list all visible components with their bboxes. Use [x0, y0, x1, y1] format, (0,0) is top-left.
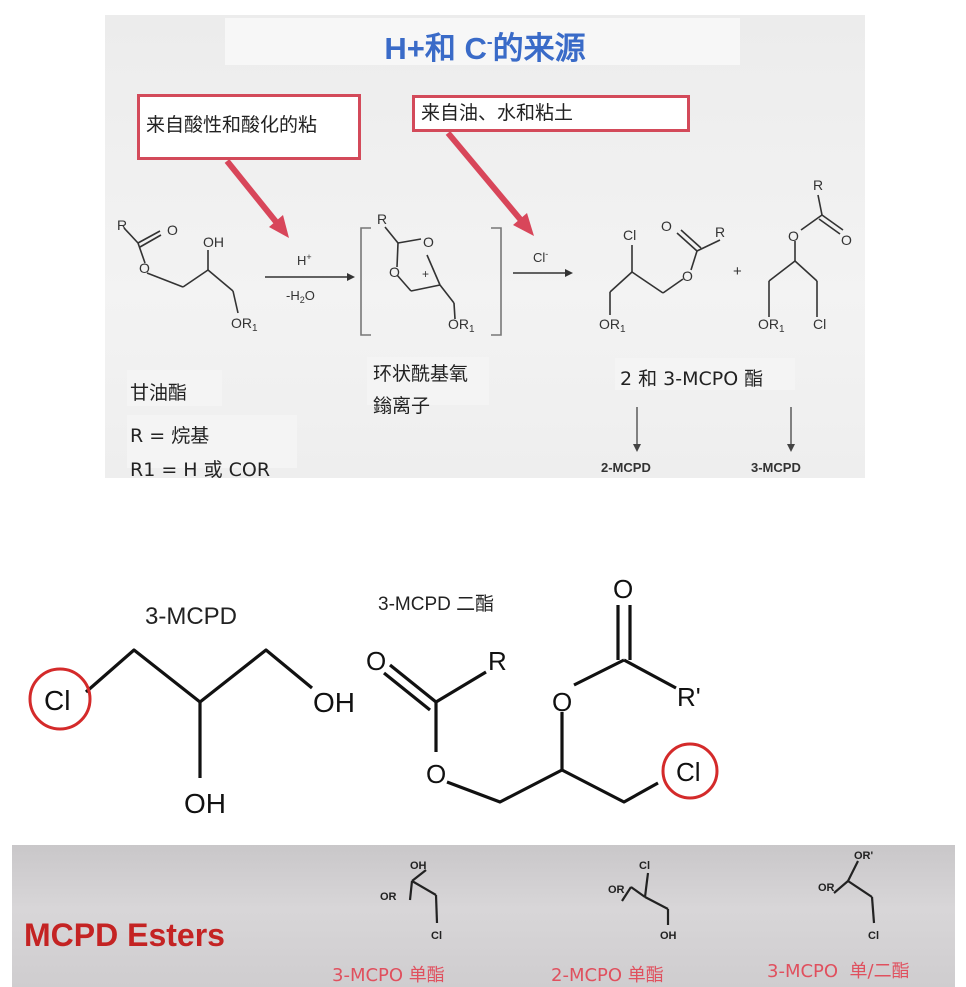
diester-label: 3-MCPD 二酯 — [378, 593, 494, 615]
atom-cl: Cl — [868, 930, 879, 942]
mechanism-panel: H+和 C-的来源 来自酸性和酸化的粘 来自油、水和粘土 R O O OH O — [105, 15, 865, 481]
product-3-chloro-ester — [768, 194, 844, 317]
ion-label: 环状酰基氧 — [373, 363, 469, 385]
atom-cl: Cl — [813, 316, 826, 332]
structures-diagram: 3-MCPD Cl OH OH 3-MCPD 二酯 O R O O O R' C… — [28, 574, 719, 819]
atom-o: O — [613, 574, 633, 604]
label-2-mcpo-monoester: 2-MCPO 单酯 — [551, 965, 664, 986]
label-3-mcpo-monoester: 3-MCPO 单酯 — [332, 965, 445, 986]
atom-r-prime: R' — [677, 682, 701, 712]
esters-label: 2 和 3-MCPO 酯 — [620, 368, 764, 390]
atom-r: R — [377, 211, 387, 227]
r-definition-box: R = 烷基 R1 = H 或 COR — [127, 415, 297, 481]
hydrolysis-arrow-right — [787, 407, 795, 452]
source-box-acid: 来自酸性和酸化的粘 — [137, 94, 361, 160]
product-2-chloro-ester — [609, 229, 721, 315]
acyloxonium-ring — [384, 226, 456, 320]
atom-oh: OH — [184, 788, 226, 819]
glyceride-label: 甘油酯 — [130, 382, 188, 404]
atom-cl: Cl — [431, 930, 442, 942]
atom-oh: OH — [313, 687, 355, 718]
hydrolysis-arrow-left — [633, 407, 641, 452]
plus-sign: + — [733, 263, 742, 280]
atom-or: OR — [608, 884, 625, 896]
atom-o: O — [682, 268, 693, 284]
monoester-3-skeleton — [408, 869, 439, 924]
atom-o: O — [788, 228, 799, 244]
ion-label-2: 鎓离子 — [373, 395, 431, 417]
title-background — [225, 18, 740, 65]
atom-cl: Cl — [44, 685, 70, 716]
atom-o: O — [552, 687, 572, 717]
atom-o: O — [139, 260, 150, 276]
atom-o: O — [426, 759, 446, 789]
reaction-arrow-1 — [265, 273, 355, 281]
ester-structures: OH OR Cl Cl OR OH OR' OR Cl — [380, 850, 879, 942]
ion-label-box: 环状酰基氧 鎓离子 — [367, 357, 489, 417]
atom-oh: OH — [660, 930, 677, 942]
mcpd-esters-title: MCPD Esters — [24, 917, 225, 953]
output-3-mcpd: 3-MCPD — [751, 460, 801, 475]
atom-oh: OH — [203, 234, 224, 250]
reagent-acid: H+ — [297, 252, 312, 268]
atom-plus: + — [422, 267, 429, 281]
red-arrow-oil — [445, 131, 534, 236]
atom-o: O — [661, 218, 672, 234]
chlorine-highlight-circle — [28, 667, 92, 731]
atom-oh: OH — [410, 860, 427, 872]
red-arrow-acid — [224, 159, 289, 238]
atom-o: O — [389, 264, 400, 280]
chlorine-highlight-circle — [661, 742, 719, 800]
atom-or1: OR1 — [448, 316, 475, 335]
mcpd-skeleton — [84, 648, 314, 778]
label-3-mcpo-mono-diester: 3-MCPO 单/二酯 — [767, 961, 910, 982]
atom-or1: OR1 — [599, 316, 626, 335]
atom-or: OR — [818, 882, 835, 894]
atom-r: R — [813, 177, 823, 193]
mechanism-diagram: R O O OH OR1 H+ -H2O R O O + O — [117, 131, 852, 475]
atom-cl: Cl — [623, 227, 636, 243]
acyloxonium-bracket — [360, 227, 502, 336]
glyceride-label-box — [127, 370, 222, 406]
r-definition: R = 烷基 — [130, 425, 210, 447]
atom-o: O — [366, 646, 386, 676]
atom-or: OR — [380, 891, 397, 903]
output-2-mcpd: 2-MCPD — [601, 460, 651, 475]
reaction-arrow-2 — [513, 269, 573, 277]
r1-definition: R1 = H 或 COR — [130, 459, 271, 481]
mcpd-esters-banner: MCPD Esters OH OR Cl Cl OR OH — [12, 845, 955, 987]
source-box-oil: 来自油、水和粘土 — [412, 95, 690, 132]
atom-or1: OR1 — [758, 316, 785, 335]
atom-r: R — [488, 646, 507, 676]
atom-or-prime: OR' — [854, 850, 874, 862]
mono-diester-skeleton — [833, 860, 876, 924]
reagent-water: -H2O — [286, 288, 315, 305]
mechanism-title: H+和 C-的来源 — [384, 31, 586, 66]
atom-o: O — [423, 234, 434, 250]
atom-or1: OR1 — [231, 315, 258, 334]
mcpd-structure-label: 3-MCPD — [145, 603, 237, 630]
glyceride-structure — [123, 227, 239, 314]
atom-r: R — [117, 217, 127, 233]
atom-o: O — [167, 222, 178, 238]
esters-label-box — [615, 358, 795, 390]
diester-skeleton — [382, 605, 677, 804]
atom-o: O — [841, 232, 852, 248]
atom-r: R — [715, 224, 725, 240]
atom-cl: Cl — [676, 757, 701, 787]
monoester-2-skeleton — [621, 872, 670, 925]
atom-cl: Cl — [639, 860, 650, 872]
reagent-chloride: Cl- — [533, 249, 548, 265]
